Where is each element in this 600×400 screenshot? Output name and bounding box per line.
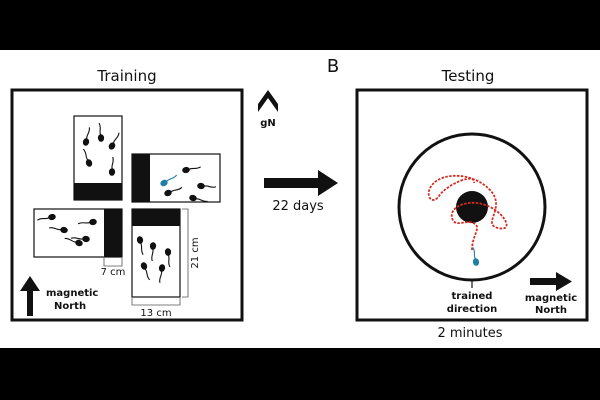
dim-width-long: 13 cm (140, 308, 171, 319)
bottom-letterbox (0, 348, 600, 400)
tank-right (131, 153, 221, 203)
training-frame (10, 88, 244, 322)
transition-arrow-icon (264, 170, 338, 196)
dim-width-small: 7 cm (101, 267, 126, 278)
trained-line2: direction (447, 304, 497, 315)
north-up-arrow-icon (20, 276, 40, 316)
arena-center (456, 191, 488, 223)
chevron-up-icon (258, 90, 278, 112)
testing-north-line1: magnetic (525, 293, 577, 304)
trained-line1: trained (452, 291, 493, 302)
testing-north-line2: North (535, 305, 567, 316)
testing-frame (355, 88, 589, 322)
duration-label: 2 minutes (437, 326, 502, 341)
training-north-line2: North (54, 301, 86, 312)
tank-top (73, 115, 123, 201)
dimension-lines (103, 208, 189, 306)
dim-height: 21 cm (190, 237, 201, 268)
north-right-arrow-icon (530, 272, 572, 291)
training-north-line1: magnetic (46, 288, 98, 299)
gn-label: gN (260, 118, 276, 129)
panel-letter: B (327, 56, 339, 77)
top-letterbox (0, 0, 600, 50)
transition-label: 22 days (272, 199, 324, 214)
training-title: Training (96, 67, 156, 85)
swim-path (427, 174, 508, 251)
testing-title: Testing (441, 67, 495, 85)
tank-left (33, 208, 123, 258)
tank-bottom (131, 208, 181, 298)
